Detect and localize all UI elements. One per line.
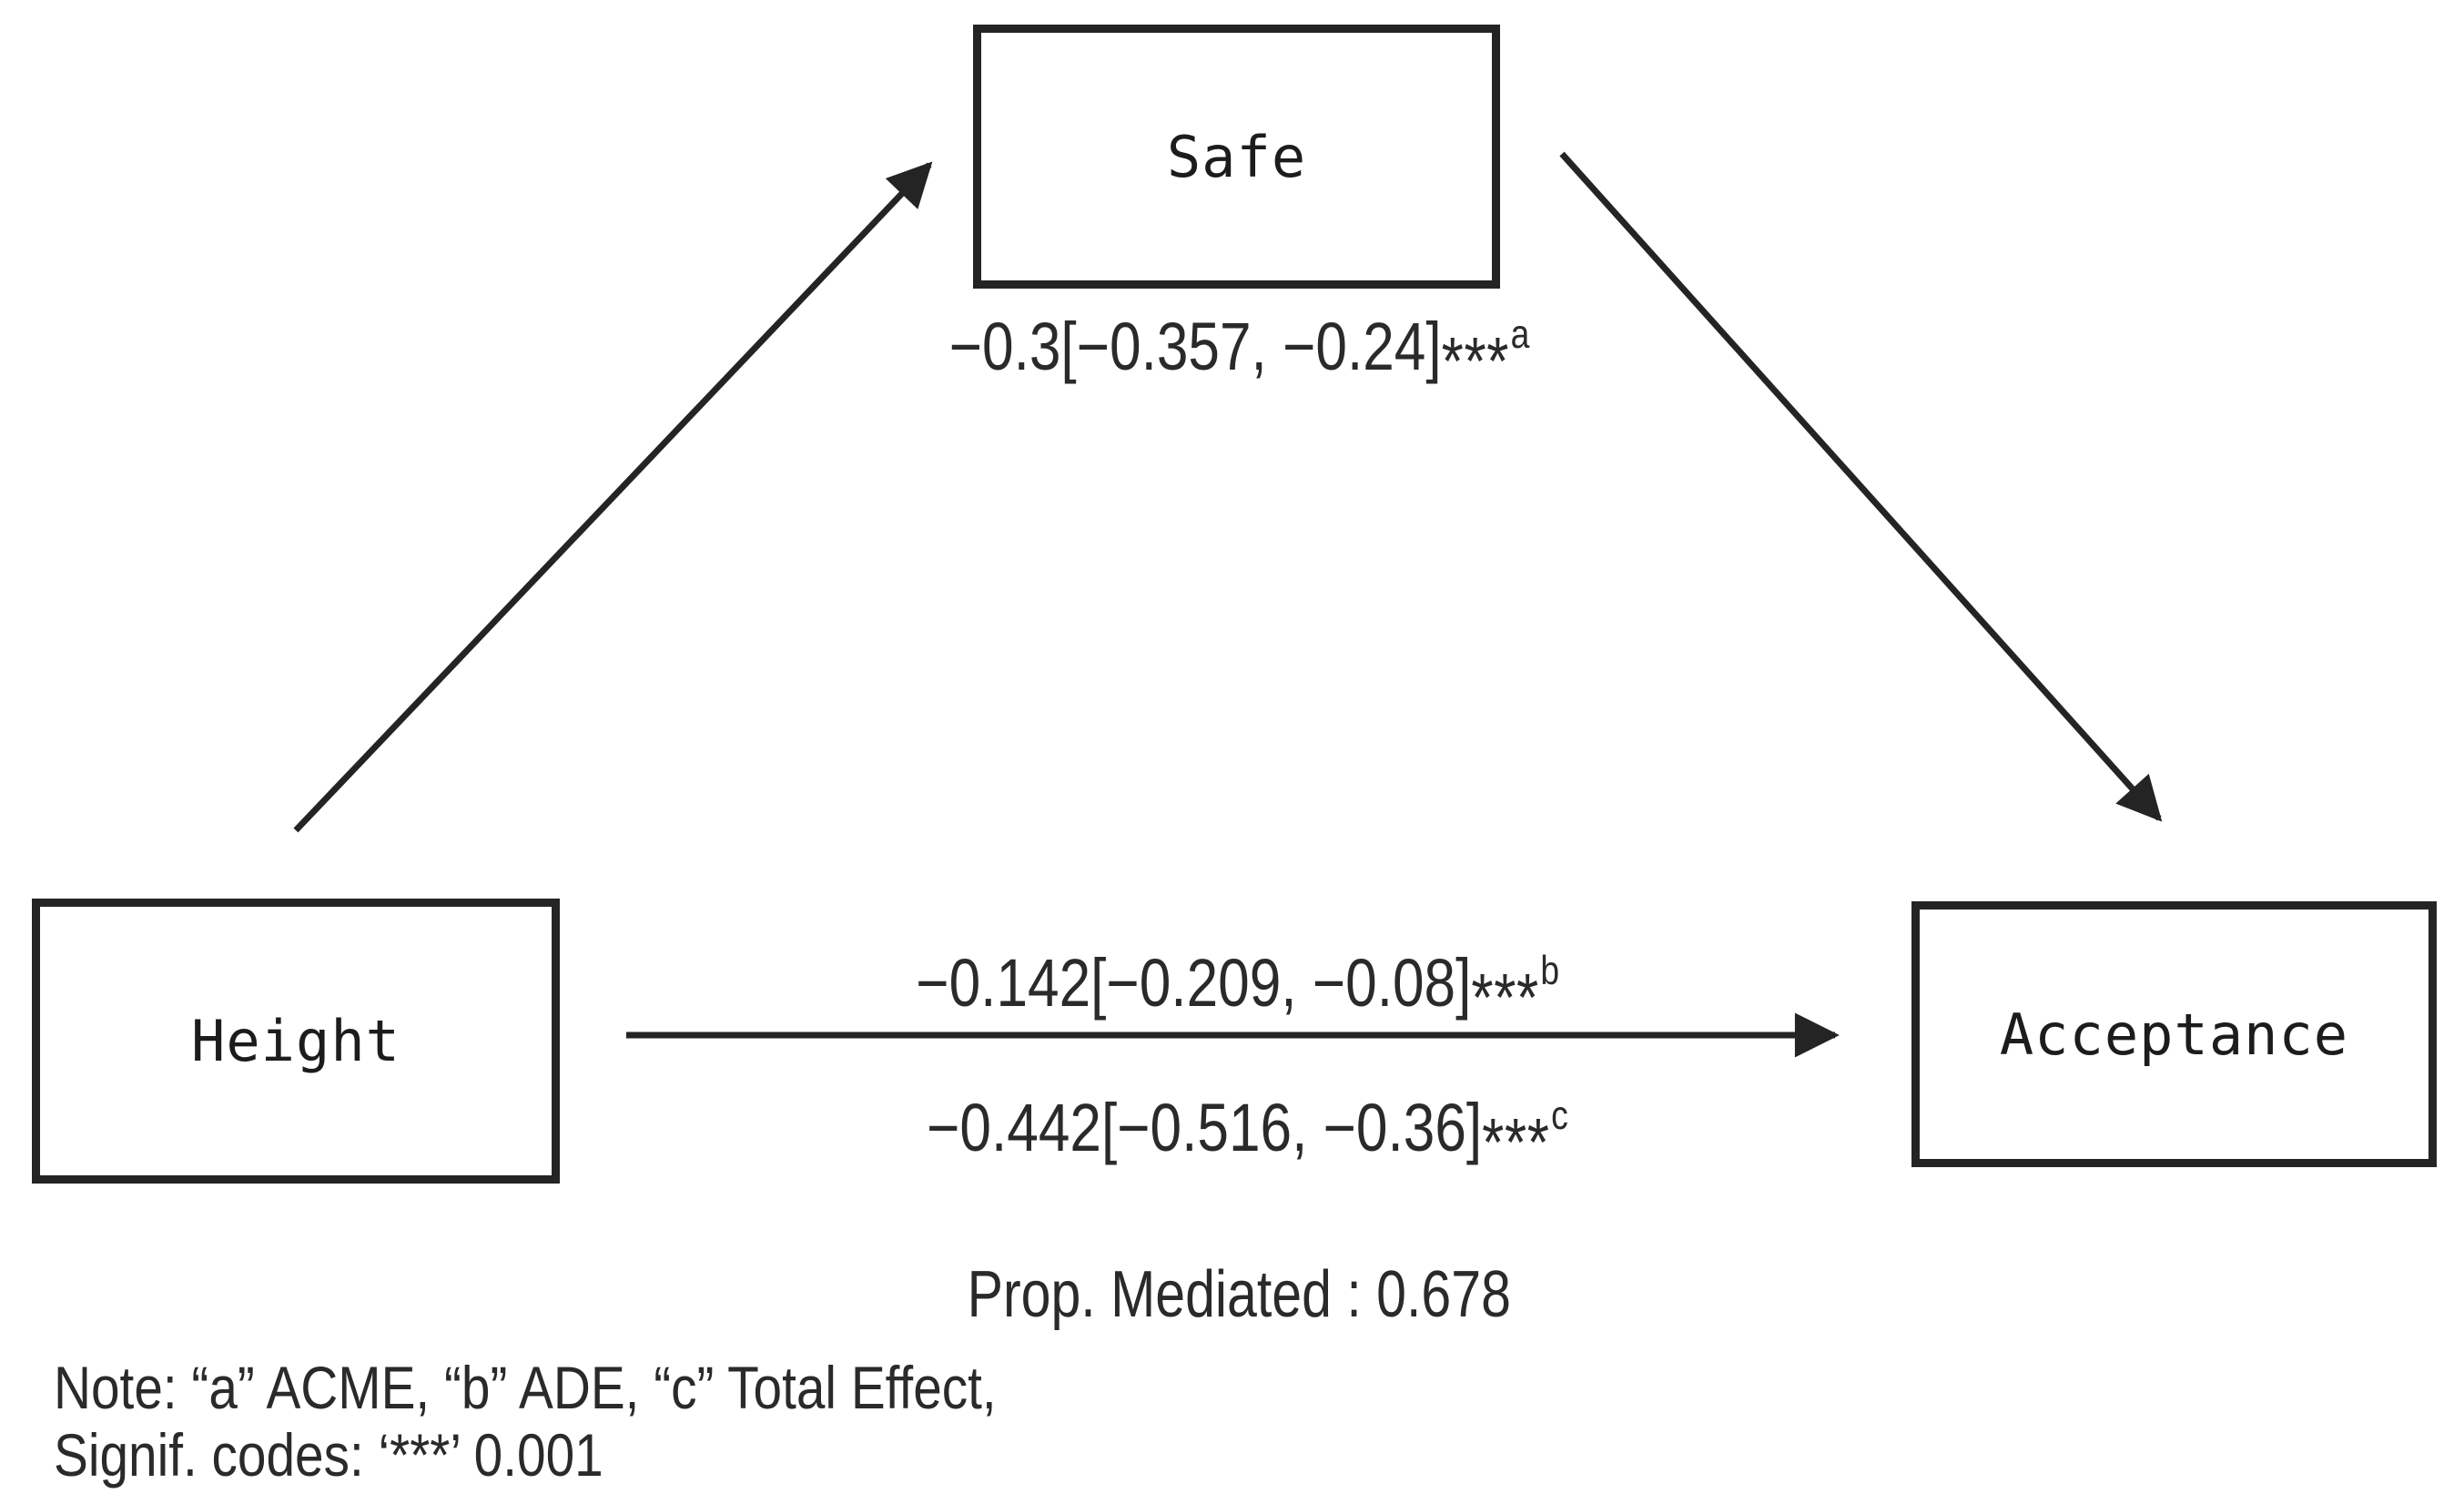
total-effect-significance-stars: *** (1481, 1104, 1550, 1181)
prop-mediated-label: Prop. Mediated : 0.678 (967, 1258, 1511, 1331)
node-predictor-height: Height (32, 899, 560, 1184)
total-effect-coefficient-label: −0.442[−0.516, −0.36]***c (519, 1092, 1975, 1176)
total-effect-superscript: c (1550, 1092, 1568, 1138)
node-outcome-acceptance: Acceptance (1911, 901, 2437, 1167)
footnote-block: Note: “a” ACME, “b” ADE, “c” Total Effec… (54, 1354, 997, 1489)
ade-significance-stars: *** (1471, 960, 1540, 1036)
node-outcome-label: Acceptance (1999, 1001, 2349, 1068)
node-mediator-label: Safe (1166, 123, 1307, 190)
ade-coefficient-label: −0.142[−0.209, −0.08]***b (510, 948, 1966, 1031)
arrow-safe-to-acceptance (1559, 151, 2163, 822)
footnote-line-2: Signif. codes: ‘***’ 0.001 (54, 1420, 603, 1489)
ade-value: −0.142[−0.209, −0.08] (916, 945, 1472, 1021)
node-predictor-label: Height (191, 1008, 401, 1074)
acme-significance-stars: *** (1442, 323, 1510, 400)
acme-value: −0.3[−0.357, −0.24] (949, 309, 1443, 384)
arrow-height-to-safe (293, 161, 933, 833)
node-mediator-safe: Safe (973, 25, 1500, 289)
ade-superscript: b (1540, 948, 1560, 993)
acme-superscript: a (1511, 311, 1530, 357)
footnote-line-1: Note: “a” ACME, “b” ADE, “c” Total Effec… (54, 1354, 997, 1421)
total-effect-value: −0.442[−0.516, −0.36] (926, 1090, 1482, 1165)
acme-coefficient-label: −0.3[−0.357, −0.24]***a (512, 311, 1968, 395)
